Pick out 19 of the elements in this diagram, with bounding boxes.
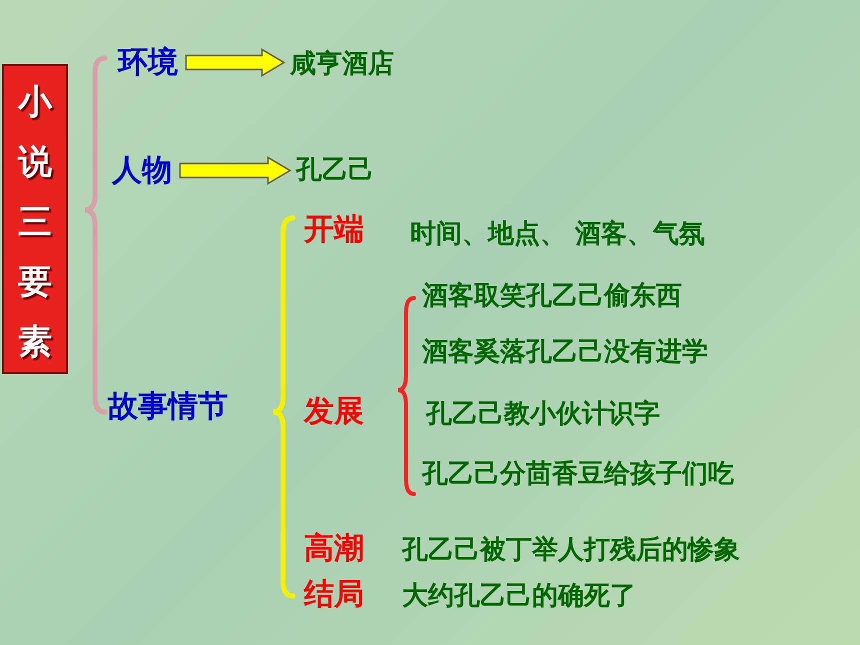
- detail-text: 酒客取笑孔乙己偷东西: [422, 282, 682, 311]
- category-label: 故事情节: [108, 390, 228, 423]
- block-arrow: [179, 156, 292, 185]
- detail-text: 孔乙己被丁举人打残后的惨象: [402, 536, 740, 565]
- detail-text: 大约孔乙己的确死了: [402, 582, 636, 611]
- category-label: 环境: [118, 46, 178, 79]
- detail-text: 孔乙己: [296, 156, 374, 185]
- detail-text: 酒客奚落孔乙己没有进学: [422, 338, 708, 367]
- title-box: 小说三要素: [2, 64, 68, 374]
- detail-text: 孔乙己分茴香豆给孩子们吃: [422, 460, 734, 489]
- category-label: 人物: [112, 154, 172, 187]
- detail-text: 咸亨酒店: [290, 50, 394, 79]
- stage-label: 发展: [304, 395, 364, 428]
- detail-text: 孔乙己教小伙计识字: [426, 400, 660, 429]
- stage-label: 高潮: [304, 532, 364, 565]
- stage-label: 结局: [304, 578, 364, 611]
- detail-text: 时间、地点、 酒客、气氛: [410, 220, 706, 249]
- stage-label: 开端: [304, 213, 364, 246]
- block-arrow: [185, 48, 286, 77]
